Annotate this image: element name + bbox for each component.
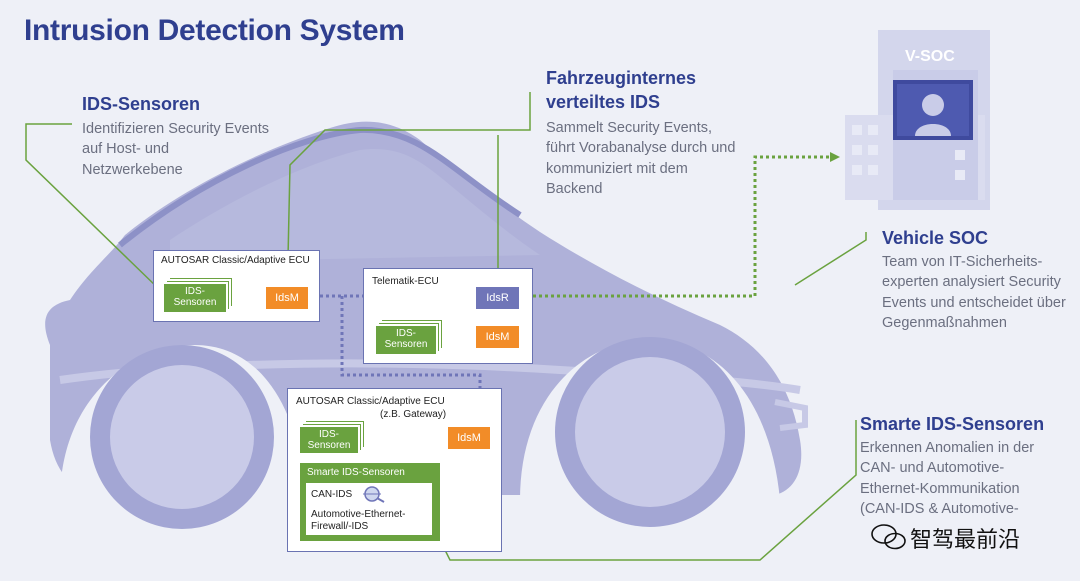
car-bumper xyxy=(774,399,808,431)
page-title: Intrusion Detection System xyxy=(24,14,405,47)
smart-sensors-heading: Smarte IDS-Sensoren xyxy=(860,414,1045,434)
vehicle-soc-text: Team von IT-Sicherheits-experten analysi… xyxy=(882,254,1066,331)
smart-sensors-group: Smarte IDS-Sensoren CAN-IDS Automotive-E… xyxy=(300,463,440,541)
vsoc-label: V-SOC xyxy=(905,48,955,65)
smart-sensors-group-label: Smarte IDS-Sensoren xyxy=(307,467,405,478)
car-window xyxy=(170,149,540,262)
telematik-idsm: IdsM xyxy=(476,326,519,348)
telematik-sensors: IDS-Sensoren xyxy=(376,326,436,354)
vehicle-soc-heading: Vehicle SOC xyxy=(882,228,989,248)
vehicle-ids-heading: Fahrzeuginternes verteiltes IDS xyxy=(546,68,697,112)
can-ids-label: CAN-IDS xyxy=(311,489,353,500)
vsoc-arrow xyxy=(830,152,840,162)
ecu-autosar-1-sensors: IDS-Sensoren xyxy=(164,284,226,312)
ids-sensors-heading: IDS-Sensoren xyxy=(82,94,201,114)
telematik-ecu-label: Telematik-ECU xyxy=(372,276,439,287)
watermark-text: 智驾最前沿 xyxy=(910,527,1021,552)
smart-sensors-list: CAN-IDS Automotive-Ethernet-Firewall/-ID… xyxy=(306,483,432,535)
callout-lines xyxy=(25,92,867,561)
ecu-gateway-sublabel: (z.B. Gateway) xyxy=(380,409,447,420)
ecu-gateway-label: AUTOSAR Classic/Adaptive ECU xyxy=(296,396,445,407)
vehicle-ids-text: Sammelt Security Events, führt Vorabanal… xyxy=(546,120,736,197)
user-body-icon xyxy=(915,124,951,136)
ids-sensors-text: Identifizieren Security Events auf Host-… xyxy=(82,121,269,178)
telematik-idsr: IdsR xyxy=(476,287,519,309)
ecu-autosar-1-label: AUTOSAR Classic/Adaptive ECU xyxy=(161,255,310,266)
ecu-gateway: AUTOSAR Classic/Adaptive ECU (z.B. Gatew… xyxy=(287,388,502,552)
ecu-gateway-sensors: IDS-Sensoren xyxy=(300,427,358,453)
wechat-icon xyxy=(871,524,906,550)
smart-sensors-text: Erkennen Anomalien in der CAN- und Autom… xyxy=(860,440,1035,517)
rear-wheel-rim xyxy=(110,365,254,509)
can-ids-magnifier-icon xyxy=(363,486,385,503)
ecu-autosar-1-idsm: IdsM xyxy=(266,287,308,309)
building-windows xyxy=(852,125,965,180)
ecu-autosar-1: AUTOSAR Classic/Adaptive ECU IDS-Sensore… xyxy=(153,250,320,322)
ecu-gateway-idsm: IdsM xyxy=(448,427,490,449)
front-wheel-rim xyxy=(575,357,725,507)
user-head-icon xyxy=(922,94,944,116)
ethernet-firewall-label: Automotive-Ethernet-Firewall/-IDS xyxy=(311,509,406,532)
telematik-ecu: Telematik-ECU IdsR IDS-Sensoren IdsM xyxy=(363,268,533,364)
